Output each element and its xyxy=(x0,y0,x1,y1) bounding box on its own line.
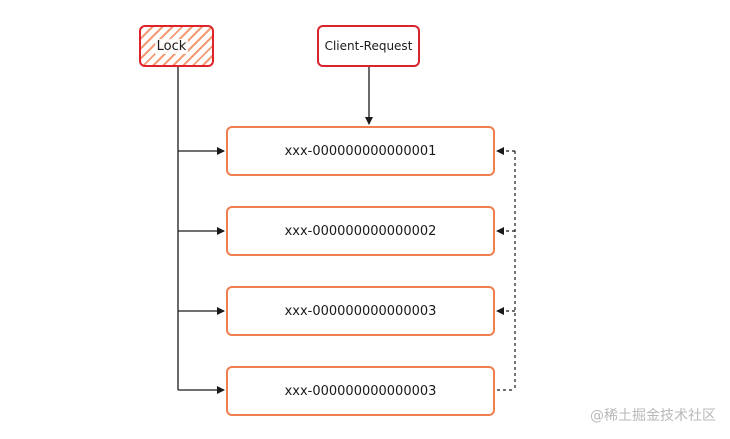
client-request-node: Client-Request xyxy=(317,25,420,67)
sequence-node-label: xxx-000000000000002 xyxy=(284,223,437,239)
sequence-node-label: xxx-000000000000003 xyxy=(284,383,437,399)
client-request-label: Client-Request xyxy=(324,39,413,53)
sequence-node-1: xxx-000000000000001 xyxy=(226,126,495,176)
watermark: @稀土掘金技术社区 xyxy=(590,408,716,424)
sequence-node-4: xxx-000000000000003 xyxy=(226,366,495,416)
sequence-node-label: xxx-000000000000003 xyxy=(284,303,437,319)
sequence-node-label: xxx-000000000000001 xyxy=(284,143,437,159)
sequence-node-3: xxx-000000000000003 xyxy=(226,286,495,336)
lock-node: Lock xyxy=(139,25,214,67)
lock-label: Lock xyxy=(154,38,189,54)
sequence-node-2: xxx-000000000000002 xyxy=(226,206,495,256)
